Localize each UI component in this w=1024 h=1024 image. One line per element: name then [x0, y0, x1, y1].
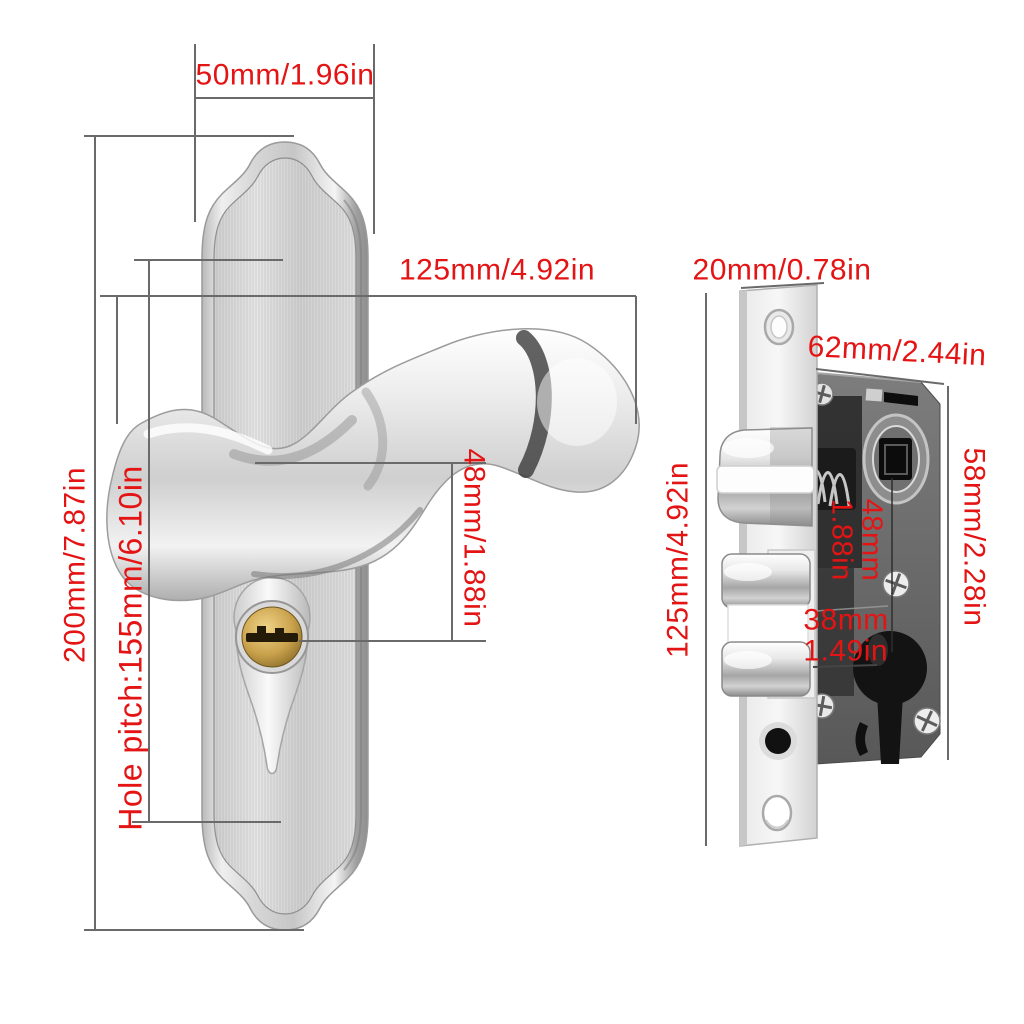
dim-line-lever-length-125mm	[100, 295, 637, 424]
dim-label-hole-pitch: Hole pitch:155mm/6.10in	[112, 465, 149, 831]
dim-label-cylinder-offset-mm: 38mm	[803, 603, 889, 637]
dim-label-body-height: 58mm/2.28in	[957, 447, 991, 627]
faceplate-bottom-screw-hole	[761, 794, 793, 832]
lock-body-cavity-lower	[816, 568, 854, 696]
lock-body-tab	[865, 388, 883, 402]
lock-body-slot	[884, 392, 918, 406]
dim-label-cylinder-offset-in: 1.49in	[803, 634, 889, 667]
euro-cylinder-hole	[853, 631, 927, 764]
lever-bulb-highlight	[537, 358, 617, 446]
dim-label-hub-to-cylinder: 48mm 1.88in	[826, 498, 888, 582]
dim-line-faceplate-width-20mm	[740, 282, 825, 289]
dim-label-plate-height: 200mm/7.87in	[58, 466, 92, 664]
latch-white-stripe	[716, 465, 815, 494]
lever-handle	[106, 328, 640, 602]
lever-underside-shadow	[251, 507, 423, 580]
lever-grip-highlight	[143, 423, 273, 455]
faceplate-top-screw-hole	[763, 308, 795, 346]
dim-line-plate-width-50mm	[194, 44, 375, 234]
cam-detail	[855, 722, 868, 756]
lock-body-seam	[815, 605, 889, 612]
dim-label-lever-length: 125mm/4.92in	[398, 253, 596, 287]
dim-label-lever-to-keyhole: 48mm/1.88in	[457, 448, 491, 628]
lever-grip-shadow	[229, 415, 357, 466]
faceplate-cylinder-hole	[759, 722, 797, 760]
deadbolt	[721, 549, 816, 699]
key-slot	[246, 626, 298, 642]
deadbolt-upper-roller	[721, 553, 811, 609]
lock-body-top-edge	[815, 372, 922, 383]
dim-line-hole-pitch-155mm	[132, 259, 283, 823]
dim-line-plate-height-200mm	[84, 135, 304, 931]
dim-label-plate-width: 50mm/1.96in	[195, 58, 375, 92]
latch-bolt	[716, 427, 815, 527]
dim-line-body-width-62mm	[815, 368, 945, 385]
mortise-lock-assembly	[716, 284, 941, 847]
spindle-hub	[862, 413, 930, 505]
deadbolt-spacer	[727, 604, 809, 646]
dimension-lines	[84, 44, 949, 931]
dim-label-cylinder-offset: 38mm 1.49in	[803, 605, 888, 666]
dim-label-faceplate-height: 125mm/4.92in	[661, 461, 695, 659]
dim-line-lever-to-keyhole-48mm	[255, 462, 486, 642]
dim-label-hub-to-cylinder-mm: 48mm	[855, 498, 888, 582]
deadbolt-lower-roller	[721, 641, 811, 697]
dim-label-faceplate-width: 20mm/0.78in	[692, 253, 872, 287]
dim-label-hub-to-cylinder-in: 1.88in	[826, 498, 858, 581]
dim-line-cylinder-offset-38mm	[812, 664, 878, 668]
lever-neck-shadow	[361, 387, 388, 491]
handle-assembly	[106, 141, 640, 931]
